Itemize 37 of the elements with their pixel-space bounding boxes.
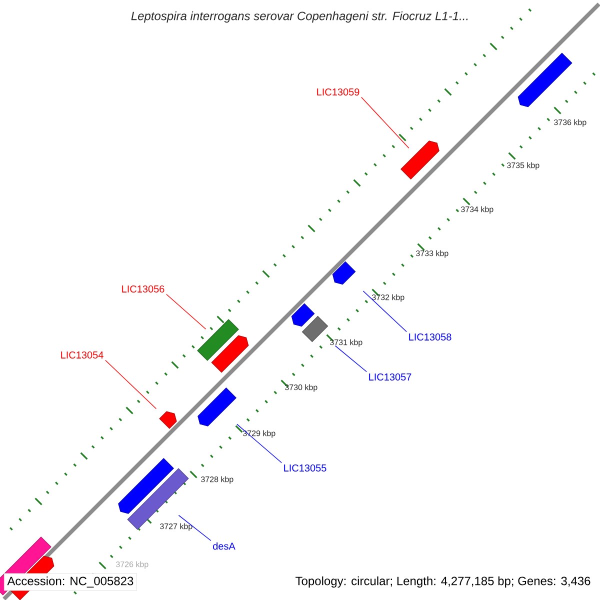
leader-line xyxy=(105,360,157,410)
gene-label: LIC13054 xyxy=(61,351,104,359)
gene-label: LIC13058 xyxy=(409,333,452,341)
tick-label: 3733 kbp xyxy=(416,250,448,258)
tick-label: 3732 kbp xyxy=(372,294,404,302)
gene-label: desA xyxy=(213,542,236,550)
tick-label: 3728 kbp xyxy=(201,476,234,484)
tick-label: 3727 kbp xyxy=(160,523,192,531)
tick-label: 3726 kbp xyxy=(116,561,148,569)
gene-feature xyxy=(198,388,236,426)
gene-feature xyxy=(211,335,249,373)
leader-line xyxy=(361,96,410,148)
tick-label: 3735 kbp xyxy=(507,162,540,170)
gene-label: LIC13055 xyxy=(284,464,326,472)
gene-feature xyxy=(291,303,315,327)
gene-feature xyxy=(400,140,440,180)
gene-feature xyxy=(197,319,239,361)
gene-feature xyxy=(332,261,356,285)
leader-line xyxy=(236,424,282,464)
leader-line xyxy=(362,290,407,332)
gene-feature xyxy=(118,458,174,514)
leader-line xyxy=(334,345,367,372)
leader-line xyxy=(166,294,206,330)
tick-label: 3734 kbp xyxy=(461,206,494,214)
leader-line xyxy=(178,514,212,541)
info-text: Topology: circular; Length: 4,277,185 bp; Genes: 3,436 xyxy=(296,576,590,588)
tick-label: 3731 kbp xyxy=(330,339,362,347)
title: Leptospira interrogans serovar Copenhageni str. Fiocruz L1-1... xyxy=(131,11,468,23)
tick-label: 3736 kbp xyxy=(554,119,586,127)
gene-label: LIC13056 xyxy=(122,285,164,293)
gene-feature xyxy=(302,316,328,342)
info-box: Accession: NC_005823 xyxy=(4,573,137,591)
gene-feature xyxy=(518,52,572,108)
gene-feature xyxy=(159,411,177,429)
tick-label: 3730 kbp xyxy=(285,384,318,392)
gene-label: LIC13059 xyxy=(317,88,360,96)
gene-label: LIC13057 xyxy=(369,373,412,381)
